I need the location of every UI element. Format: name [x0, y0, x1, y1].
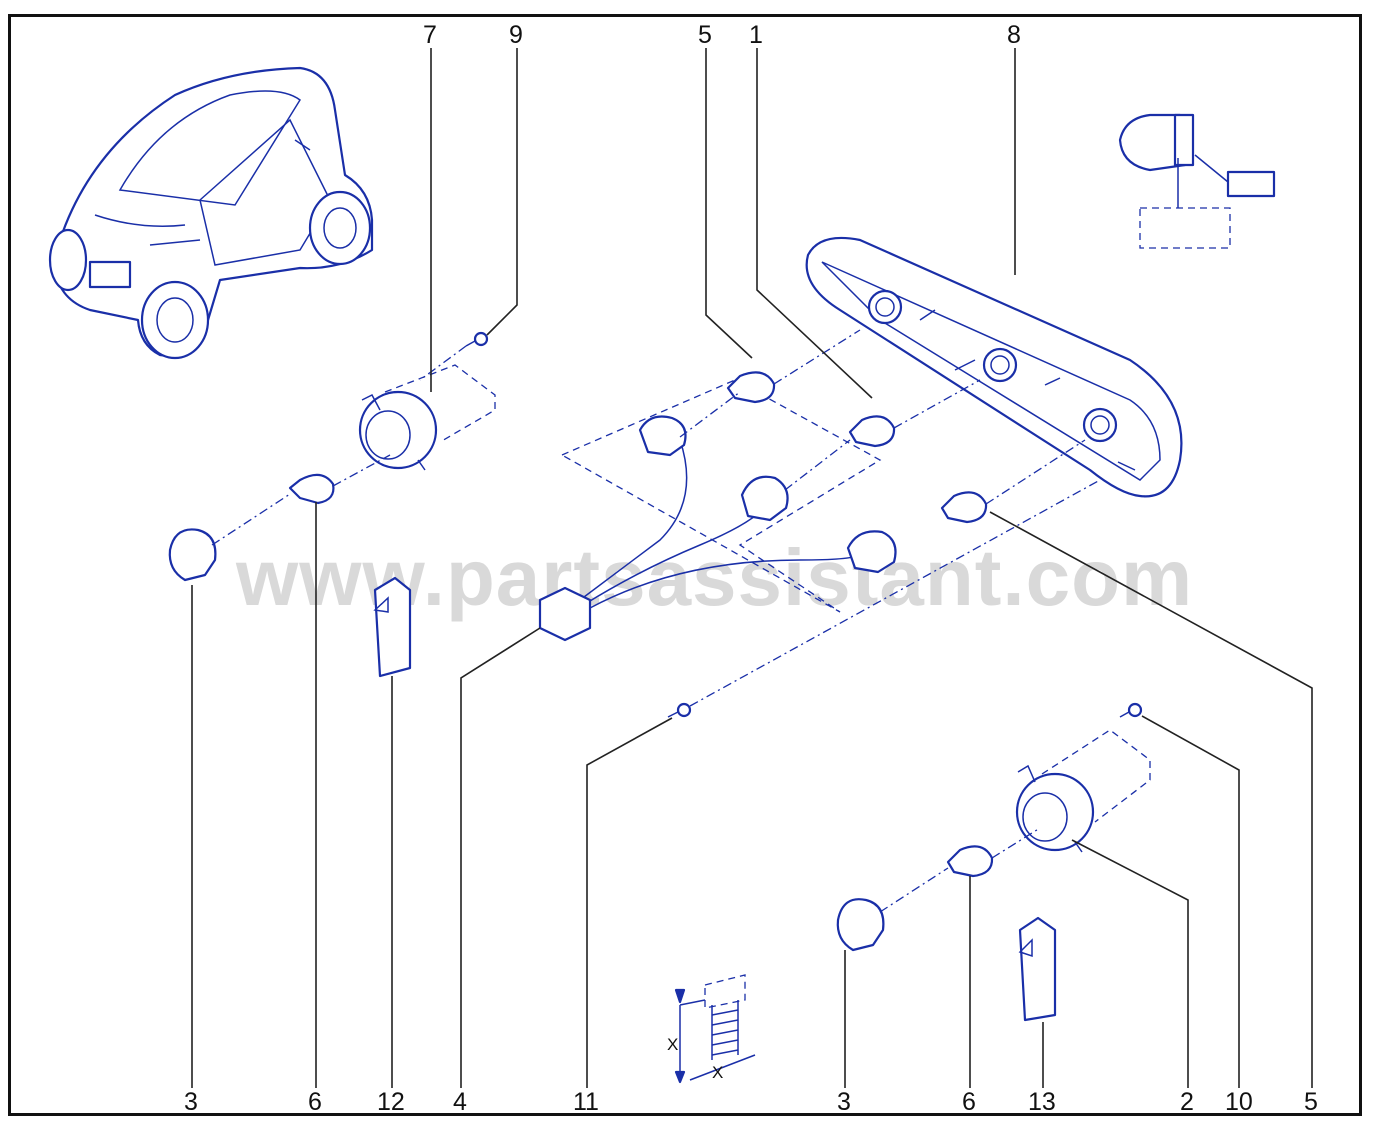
screw-11 — [667, 479, 1101, 718]
tail-lamp-housing — [805, 236, 1183, 498]
screw-10 — [1119, 702, 1143, 718]
callout-3-left: 3 — [184, 1088, 198, 1116]
right-bulb — [946, 827, 1041, 878]
callout-9: 9 — [509, 21, 523, 49]
right-socket — [836, 867, 949, 952]
diagram-frame — [8, 14, 1362, 1116]
callout-8: 8 — [1007, 21, 1021, 49]
screw-9 — [419, 331, 489, 381]
callout-2: 2 — [1180, 1088, 1194, 1116]
bolt-detail: X X — [667, 974, 756, 1084]
left-bulb — [288, 454, 391, 505]
center-bulbs — [679, 329, 1086, 524]
callout-numbers: 7 9 5 1 8 3 6 12 4 11 3 6 13 2 10 5 — [184, 21, 1318, 1116]
callout-6-right: 6 — [962, 1088, 976, 1116]
vehicle-illustration — [48, 66, 374, 360]
callout-5-top: 5 — [698, 21, 712, 49]
leader-lines — [191, 48, 1313, 1088]
callout-4: 4 — [453, 1088, 467, 1116]
callout-1: 1 — [749, 21, 763, 49]
callout-3-right: 3 — [837, 1088, 851, 1116]
callout-11: 11 — [573, 1088, 599, 1116]
right-reflector — [1018, 916, 1057, 1022]
callout-13: 13 — [1028, 1088, 1056, 1116]
bulb-detail-inset — [1118, 113, 1276, 249]
left-reflector — [373, 576, 412, 678]
callout-7: 7 — [423, 21, 437, 49]
callout-6-left: 6 — [308, 1088, 322, 1116]
detail-label-x-horizontal: X — [712, 1063, 723, 1082]
callout-5-bottom: 5 — [1304, 1088, 1318, 1116]
left-socket — [168, 493, 291, 582]
left-bulb-holder — [358, 364, 496, 471]
detail-label-x-vertical: X — [667, 1035, 678, 1054]
callout-12: 12 — [377, 1088, 405, 1116]
wiring-harness — [538, 379, 897, 642]
right-bulb-holder — [1015, 729, 1151, 853]
callout-10: 10 — [1225, 1088, 1253, 1116]
